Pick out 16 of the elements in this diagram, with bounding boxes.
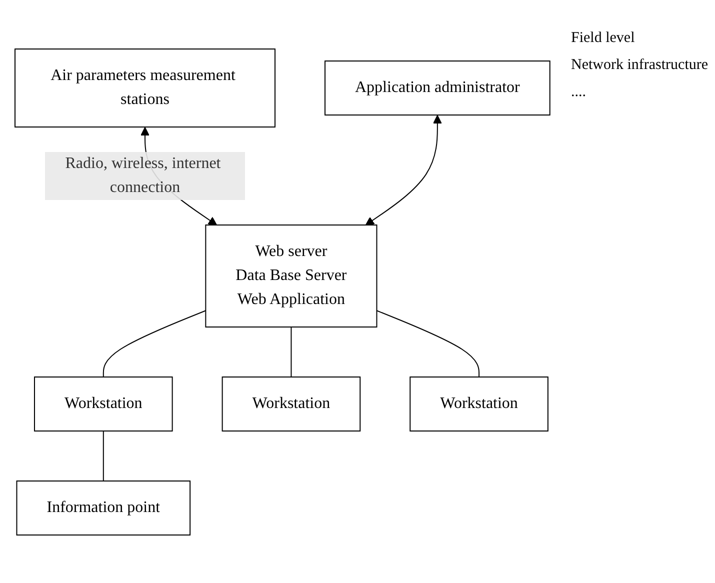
connector xyxy=(102,310,206,377)
connector xyxy=(376,310,480,377)
connector xyxy=(102,430,104,481)
node-box: Workstation xyxy=(34,376,173,431)
node-box: Workstation xyxy=(222,376,361,431)
node-box: Workstation xyxy=(410,376,548,431)
arrow xyxy=(365,114,442,225)
edge-label: Radio, wireless, internet connection xyxy=(65,154,221,196)
note-text: .... xyxy=(571,84,587,101)
note-text: Network infrastructure xyxy=(571,57,709,74)
node-box: Application administrator xyxy=(324,60,550,115)
connector xyxy=(290,326,292,377)
node-box: Air parameters measurement stations xyxy=(14,48,276,127)
note-text: Field level xyxy=(571,30,636,47)
node-box: Web server Data Base Server Web Application xyxy=(205,224,378,327)
node-box: Information point xyxy=(16,480,191,535)
